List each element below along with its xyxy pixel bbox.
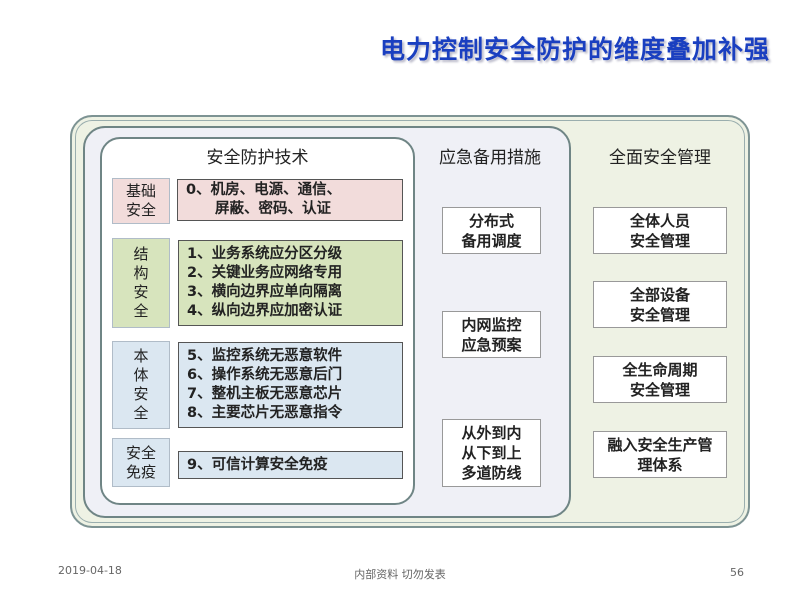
label-ontology: 本 体 安 全 [112, 341, 170, 429]
line: 7、整机主板无恶意芯片 [187, 386, 343, 402]
content-immunity: 9、可信计算安全免疫 [178, 451, 403, 479]
line: 4、纵向边界应加密认证 [187, 303, 343, 319]
page-number: 56 [730, 566, 744, 579]
line: 全部设备 [629, 285, 690, 304]
content-basic: 0、机房、电源、通信、 屏蔽、密码、认证 [177, 179, 403, 221]
label-immunity: 安全 免疫 [112, 438, 170, 487]
line: 安全管理 [629, 380, 690, 399]
management-item: 全体人员 安全管理 [593, 207, 727, 254]
line: 全生命周期 [622, 360, 698, 379]
emergency-item: 分布式 备用调度 [442, 207, 541, 254]
slide-title: 电力控制安全防护的维度叠加补强 [379, 35, 770, 64]
line: 全体人员 [629, 211, 690, 230]
line: 应急预案 [461, 335, 522, 354]
management-heading: 全面安全管理 [609, 148, 711, 168]
footer-date: 2019-04-18 [58, 564, 122, 577]
line: 安全管理 [629, 231, 690, 250]
line: 内网监控 [461, 315, 522, 334]
line: 9、可信计算安全免疫 [187, 456, 328, 473]
line: 从外到内 [461, 424, 522, 442]
line: 6、操作系统无恶意后门 [187, 367, 343, 383]
line: 融入安全生产管 [607, 435, 713, 454]
line: 理体系 [637, 455, 683, 474]
emergency-item: 从外到内 从下到上 多道防线 [442, 419, 541, 487]
line: 0、机房、电源、通信、 [186, 182, 342, 198]
label-basic: 基础 安全 [112, 178, 170, 224]
footer-note: 内部资料 切勿发表 [354, 568, 446, 581]
line: 备用调度 [461, 231, 522, 250]
line: 2、关键业务应网络专用 [187, 265, 343, 281]
emergency-heading: 应急备用措施 [439, 148, 541, 168]
label-structure: 结 构 安 全 [112, 238, 170, 328]
line: 多道防线 [461, 464, 522, 482]
line: 3、横向边界应单向隔离 [187, 284, 343, 300]
content-structure: 1、业务系统应分区分级 2、关键业务应网络专用 3、横向边界应单向隔离 4、纵向… [178, 240, 403, 326]
emergency-item: 内网监控 应急预案 [442, 311, 541, 358]
line: 从下到上 [461, 444, 522, 462]
line: 5、监控系统无恶意软件 [187, 348, 343, 364]
line: 1、业务系统应分区分级 [187, 246, 343, 262]
line: 8、主要芯片无恶意指令 [187, 405, 343, 421]
management-item: 融入安全生产管 理体系 [593, 431, 727, 478]
line: 屏蔽、密码、认证 [186, 201, 331, 217]
line: 分布式 [468, 211, 514, 230]
tech-heading: 安全防护技术 [206, 148, 309, 168]
management-item: 全部设备 安全管理 [593, 281, 727, 328]
line: 安全管理 [629, 305, 690, 324]
content-ontology: 5、监控系统无恶意软件 6、操作系统无恶意后门 7、整机主板无恶意芯片 8、主要… [178, 342, 403, 428]
management-item: 全生命周期 安全管理 [593, 356, 727, 403]
